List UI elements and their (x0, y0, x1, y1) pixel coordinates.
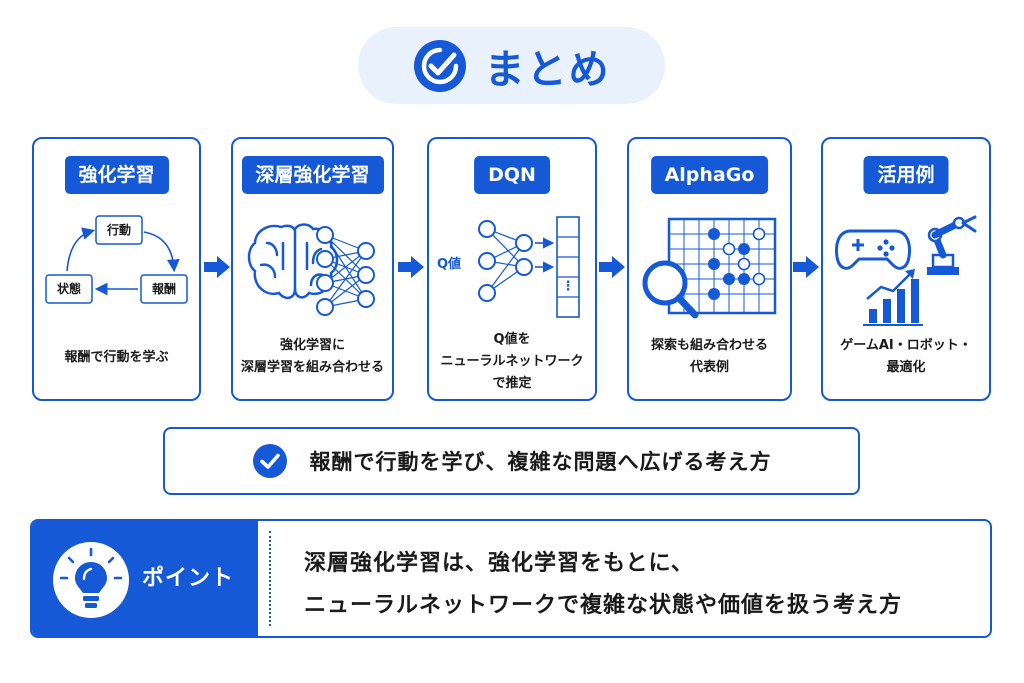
brain-network-icon (247, 223, 375, 316)
output-dots: ⋮ (561, 279, 575, 294)
flow-arrow-icon (599, 256, 625, 278)
node-reward: 報酬 (151, 282, 176, 296)
q-value-label: Q値 (437, 257, 462, 272)
card-caption: ゲームAI・ロボット・ 最適化 (840, 338, 972, 375)
card-label: 活用例 (863, 156, 949, 194)
page-title: まとめ (484, 46, 611, 93)
robot-arm-icon (927, 215, 977, 275)
card-label: AlphaGo (650, 156, 769, 194)
lightbulb-icon (53, 542, 129, 618)
node-action: 行動 (106, 223, 131, 237)
go-board-search-icon (642, 217, 777, 319)
point-box: ポイント 深層強化学習は、強化学習をもとに、 ニューラルネットワークで複雑な状態… (30, 519, 992, 638)
title-pill: まとめ (358, 27, 665, 104)
growth-chart-icon (863, 269, 923, 326)
summary-text: 報酬で行動を学び、複雑な問題へ広げる考え方 (309, 450, 772, 474)
point-label: ポイント (142, 566, 235, 591)
card-caption: 探索も組み合わせる 代表例 (650, 338, 768, 375)
flow-arrow-icon (793, 256, 819, 278)
gamepad-icon (835, 229, 911, 270)
card-applications: 活用例 ゲームAI (821, 137, 991, 401)
card-label: 深層強化学習 (241, 156, 384, 194)
dqn-network-icon (478, 216, 580, 318)
check-badge-icon (413, 39, 466, 92)
summary-box: 報酬で行動を学び、複雑な問題へ広げる考え方 (163, 427, 860, 495)
rl-cycle-diagram (45, 215, 188, 304)
dotted-divider (269, 531, 271, 626)
card-caption: Q値を ニューラルネットワーク で推定 (440, 332, 584, 391)
card-caption: 強化学習に 深層学習を組み合わせる (240, 338, 384, 375)
card-label: 強化学習 (64, 156, 169, 194)
flow-arrow-icon (204, 256, 230, 278)
check-circle-icon (252, 444, 287, 478)
card-deep-rl: 深層強化学習 強化学習に 深層学習を組み合わせる (231, 137, 394, 401)
card-caption: 報酬で行動を学ぶ (64, 350, 169, 365)
point-line-2: ニューラルネットワークで複雑な状態や価値を扱う考え方 (304, 593, 903, 618)
card-reinforcement-learning: 強化学習 行動 報酬 状態 報酬で行動を学ぶ (32, 137, 201, 401)
flow-arrow-icon (398, 256, 424, 278)
card-label: DQN (474, 156, 550, 194)
point-line-1: 深層強化学習は、強化学習をもとに、 (304, 551, 694, 576)
card-alphago: AlphaGo 探索も組み合わせる 代表例 (627, 137, 792, 401)
card-dqn: DQN Q値 ⋮ Q値を ニューラルネットワーク で推定 (427, 137, 597, 401)
applications-illustration (835, 215, 977, 326)
node-state: 状態 (56, 282, 81, 296)
point-label-panel: ポイント (32, 521, 258, 636)
